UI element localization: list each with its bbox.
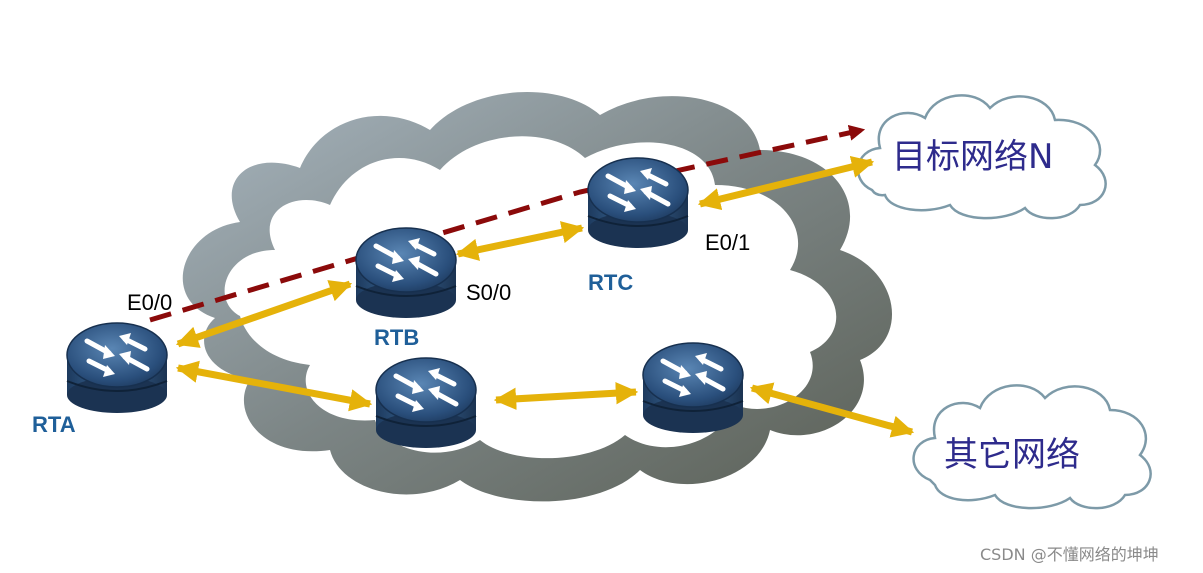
- link-rtd-rte: [493, 381, 639, 411]
- link-rte-other: [749, 382, 915, 438]
- router-rtb-label: RTB: [374, 325, 419, 350]
- router-rtc-label: RTC: [588, 270, 633, 295]
- link-rta-rtb: [175, 280, 353, 348]
- link-rtb-rtc: [455, 221, 585, 261]
- router-rtc-icon[interactable]: [588, 158, 688, 248]
- target-network-cloud: [856, 94, 1107, 220]
- other-network-cloud: [912, 384, 1152, 510]
- router-rte-icon[interactable]: [643, 343, 743, 433]
- port-rtc-e01: E0/1: [705, 230, 750, 255]
- router-rta-label: RTA: [32, 412, 76, 437]
- link-rtc-target: [697, 155, 875, 211]
- port-rtb-s00: S0/0: [466, 280, 511, 305]
- forwarding-path-dashed: [149, 124, 866, 323]
- router-rta-icon[interactable]: [67, 323, 167, 413]
- other-network-label: 其它网络: [944, 435, 1080, 475]
- links: [175, 155, 915, 438]
- router-rtd-icon[interactable]: [376, 358, 476, 448]
- router-rtb-icon[interactable]: [356, 228, 456, 318]
- target-network-label: 目标网络N: [892, 137, 1053, 177]
- watermark: CSDN @不懂网络的坤坤: [980, 545, 1159, 564]
- link-rta-rtd: [175, 360, 373, 412]
- port-rta-e00: E0/0: [127, 290, 172, 315]
